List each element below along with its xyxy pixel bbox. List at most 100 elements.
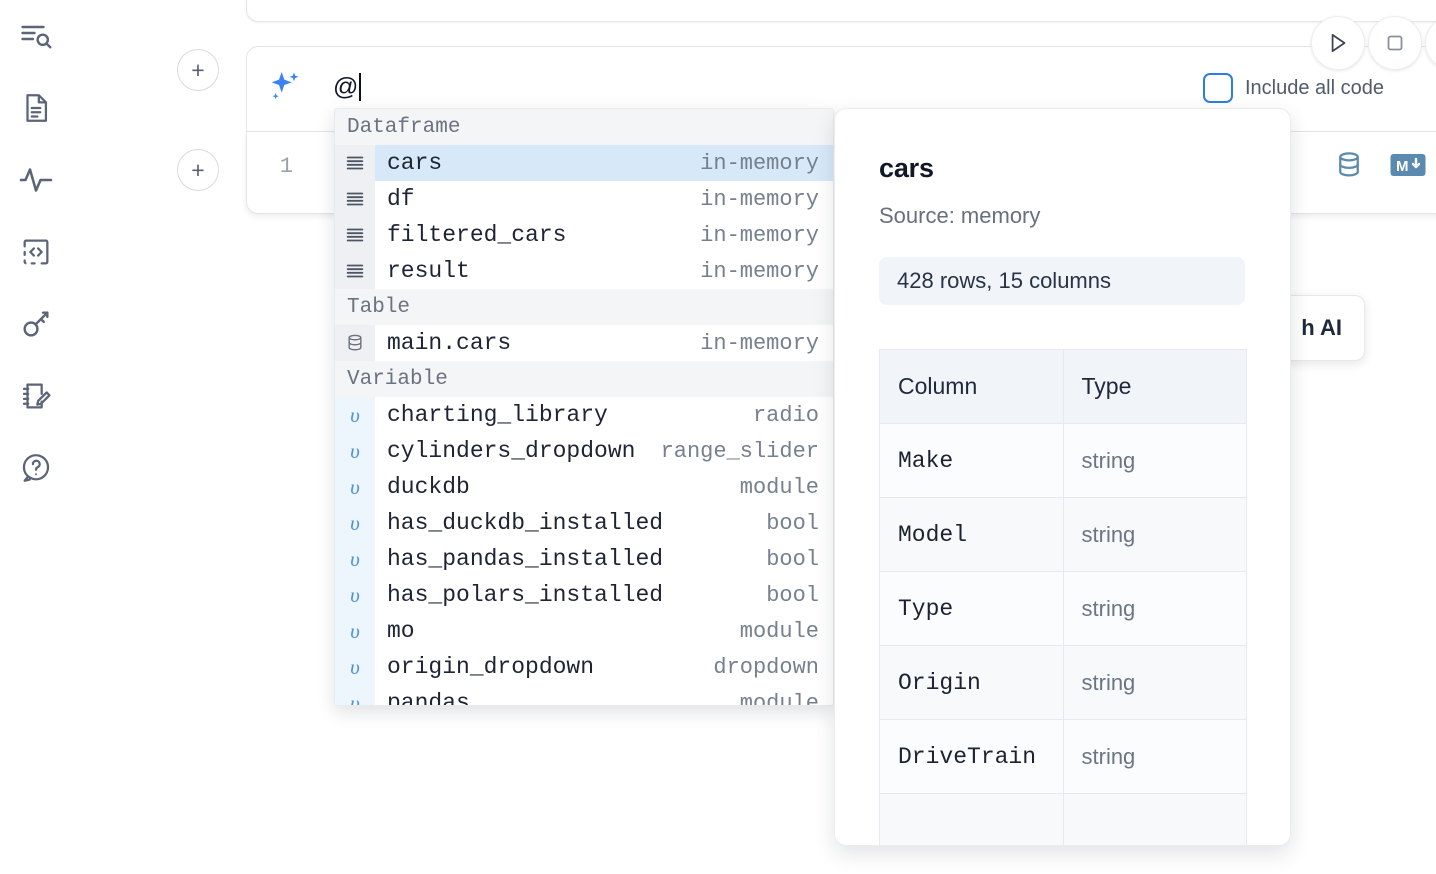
- column-name-cell: Origin: [879, 645, 1064, 720]
- autocomplete-item-name: df: [387, 186, 415, 212]
- autocomplete-item-meta: bool: [766, 546, 819, 572]
- autocomplete-item-name: has_pandas_installed: [387, 546, 664, 572]
- stop-cell-button[interactable]: [1368, 16, 1422, 70]
- autocomplete-group-header: Dataframe: [335, 109, 833, 145]
- autocomplete-item-name: cars: [387, 150, 443, 176]
- autocomplete-item[interactable]: υ cylinders_dropdown range_slider: [335, 433, 833, 469]
- ai-prompt-value: @: [333, 72, 359, 101]
- autocomplete-group-header: Table: [335, 289, 833, 325]
- autocomplete-item[interactable]: υ has_pandas_installed bool: [335, 541, 833, 577]
- notebook-edit-icon[interactable]: [14, 374, 58, 418]
- dataframe-icon: [335, 181, 375, 217]
- key-icon[interactable]: [14, 302, 58, 346]
- autocomplete-item-name: cylinders_dropdown: [387, 438, 636, 464]
- autocomplete-item-meta: dropdown: [713, 654, 819, 680]
- column-type-cell: string: [1062, 423, 1247, 498]
- autocomplete-item-meta: radio: [752, 402, 819, 428]
- autocomplete-item-meta: in-memory: [700, 150, 819, 176]
- preview-title: cars: [879, 153, 934, 183]
- autocomplete-item-meta: in-memory: [700, 330, 819, 356]
- cell-toolbar: M: [1334, 150, 1426, 185]
- activity-icon[interactable]: [14, 158, 58, 202]
- include-all-code-row[interactable]: Include all code: [1203, 73, 1384, 103]
- generate-with-ai-label: h AI: [1301, 315, 1342, 340]
- variable-icon: υ: [335, 505, 375, 541]
- autocomplete-item[interactable]: filtered_cars in-memory: [335, 217, 833, 253]
- autocomplete-item-meta: module: [739, 618, 819, 644]
- variable-icon: υ: [335, 433, 375, 469]
- column-name-cell: Type: [879, 571, 1064, 646]
- explorer-search-icon[interactable]: [14, 14, 58, 58]
- column-name-cell: Model: [879, 497, 1064, 572]
- column-name-cell: DriveTrain: [879, 719, 1064, 794]
- autocomplete-item-meta: module: [739, 474, 819, 500]
- dataframe-icon: [335, 145, 375, 181]
- help-circle-icon[interactable]: [14, 446, 58, 490]
- variable-icon: υ: [335, 397, 375, 433]
- autocomplete-item-name: pandas: [387, 690, 470, 706]
- autocomplete-item[interactable]: df in-memory: [335, 181, 833, 217]
- autocomplete-item-name: charting_library: [387, 402, 608, 428]
- autocomplete-item-meta: bool: [766, 582, 819, 608]
- line-number: 1: [279, 154, 293, 179]
- autocomplete-item-meta: module: [739, 690, 819, 706]
- variable-icon: υ: [335, 577, 375, 613]
- code-snippet-icon[interactable]: [14, 230, 58, 274]
- autocomplete-item[interactable]: cars in-memory: [335, 145, 833, 181]
- run-cell-button[interactable]: [1311, 16, 1365, 70]
- database-icon: [335, 325, 375, 361]
- autocomplete-item-meta: in-memory: [700, 186, 819, 212]
- text-caret: [359, 73, 362, 101]
- variable-icon: υ: [335, 541, 375, 577]
- database-icon[interactable]: [1334, 150, 1364, 185]
- autocomplete-item-name: result: [387, 258, 470, 284]
- ai-prompt-input[interactable]: @: [333, 67, 362, 107]
- autocomplete-item-name: origin_dropdown: [387, 654, 595, 680]
- autocomplete-item-name: duckdb: [387, 474, 470, 500]
- column-name-cell: Make: [879, 423, 1064, 498]
- include-all-code-checkbox[interactable]: [1203, 73, 1233, 103]
- document-icon[interactable]: [14, 86, 58, 130]
- autocomplete-item[interactable]: main.cars in-memory: [335, 325, 833, 361]
- column-header: Column: [879, 349, 1064, 424]
- column-type-cell: string: [1062, 497, 1247, 572]
- autocomplete-group-header: Variable: [335, 361, 833, 397]
- autocomplete-item[interactable]: υ has_duckdb_installed bool: [335, 505, 833, 541]
- add-cell-button-below[interactable]: +: [177, 149, 219, 191]
- autocomplete-item-name: filtered_cars: [387, 222, 567, 248]
- markdown-icon[interactable]: M: [1390, 152, 1426, 183]
- add-cell-button-above[interactable]: +: [177, 49, 219, 91]
- autocomplete-item-name: has_duckdb_installed: [387, 510, 664, 536]
- column-type-cell: string: [1062, 645, 1247, 720]
- preview-source: Source: memory: [879, 203, 1041, 228]
- autocomplete-item-meta: bool: [766, 510, 819, 536]
- dataframe-icon: [335, 253, 375, 289]
- column-type-cell: string: [1062, 571, 1247, 646]
- table-row: [879, 793, 1247, 845]
- variable-icon: υ: [335, 685, 375, 705]
- autocomplete-item[interactable]: υ has_polars_installed bool: [335, 577, 833, 613]
- autocomplete-item-name: main.cars: [387, 330, 512, 356]
- previous-cell-card: [246, 0, 1436, 22]
- autocomplete-item-name: has_polars_installed: [387, 582, 664, 608]
- autocomplete-item-meta: range_slider: [660, 438, 819, 464]
- autocomplete-item-meta: in-memory: [700, 222, 819, 248]
- svg-text:M: M: [1396, 158, 1409, 175]
- include-all-code-label: Include all code: [1245, 76, 1384, 99]
- column-name-cell: [879, 793, 1064, 845]
- dataframe-preview-panel: cars Source: memory 428 rows, 15 columns…: [834, 108, 1291, 846]
- autocomplete-item[interactable]: υ charting_library radio: [335, 397, 833, 433]
